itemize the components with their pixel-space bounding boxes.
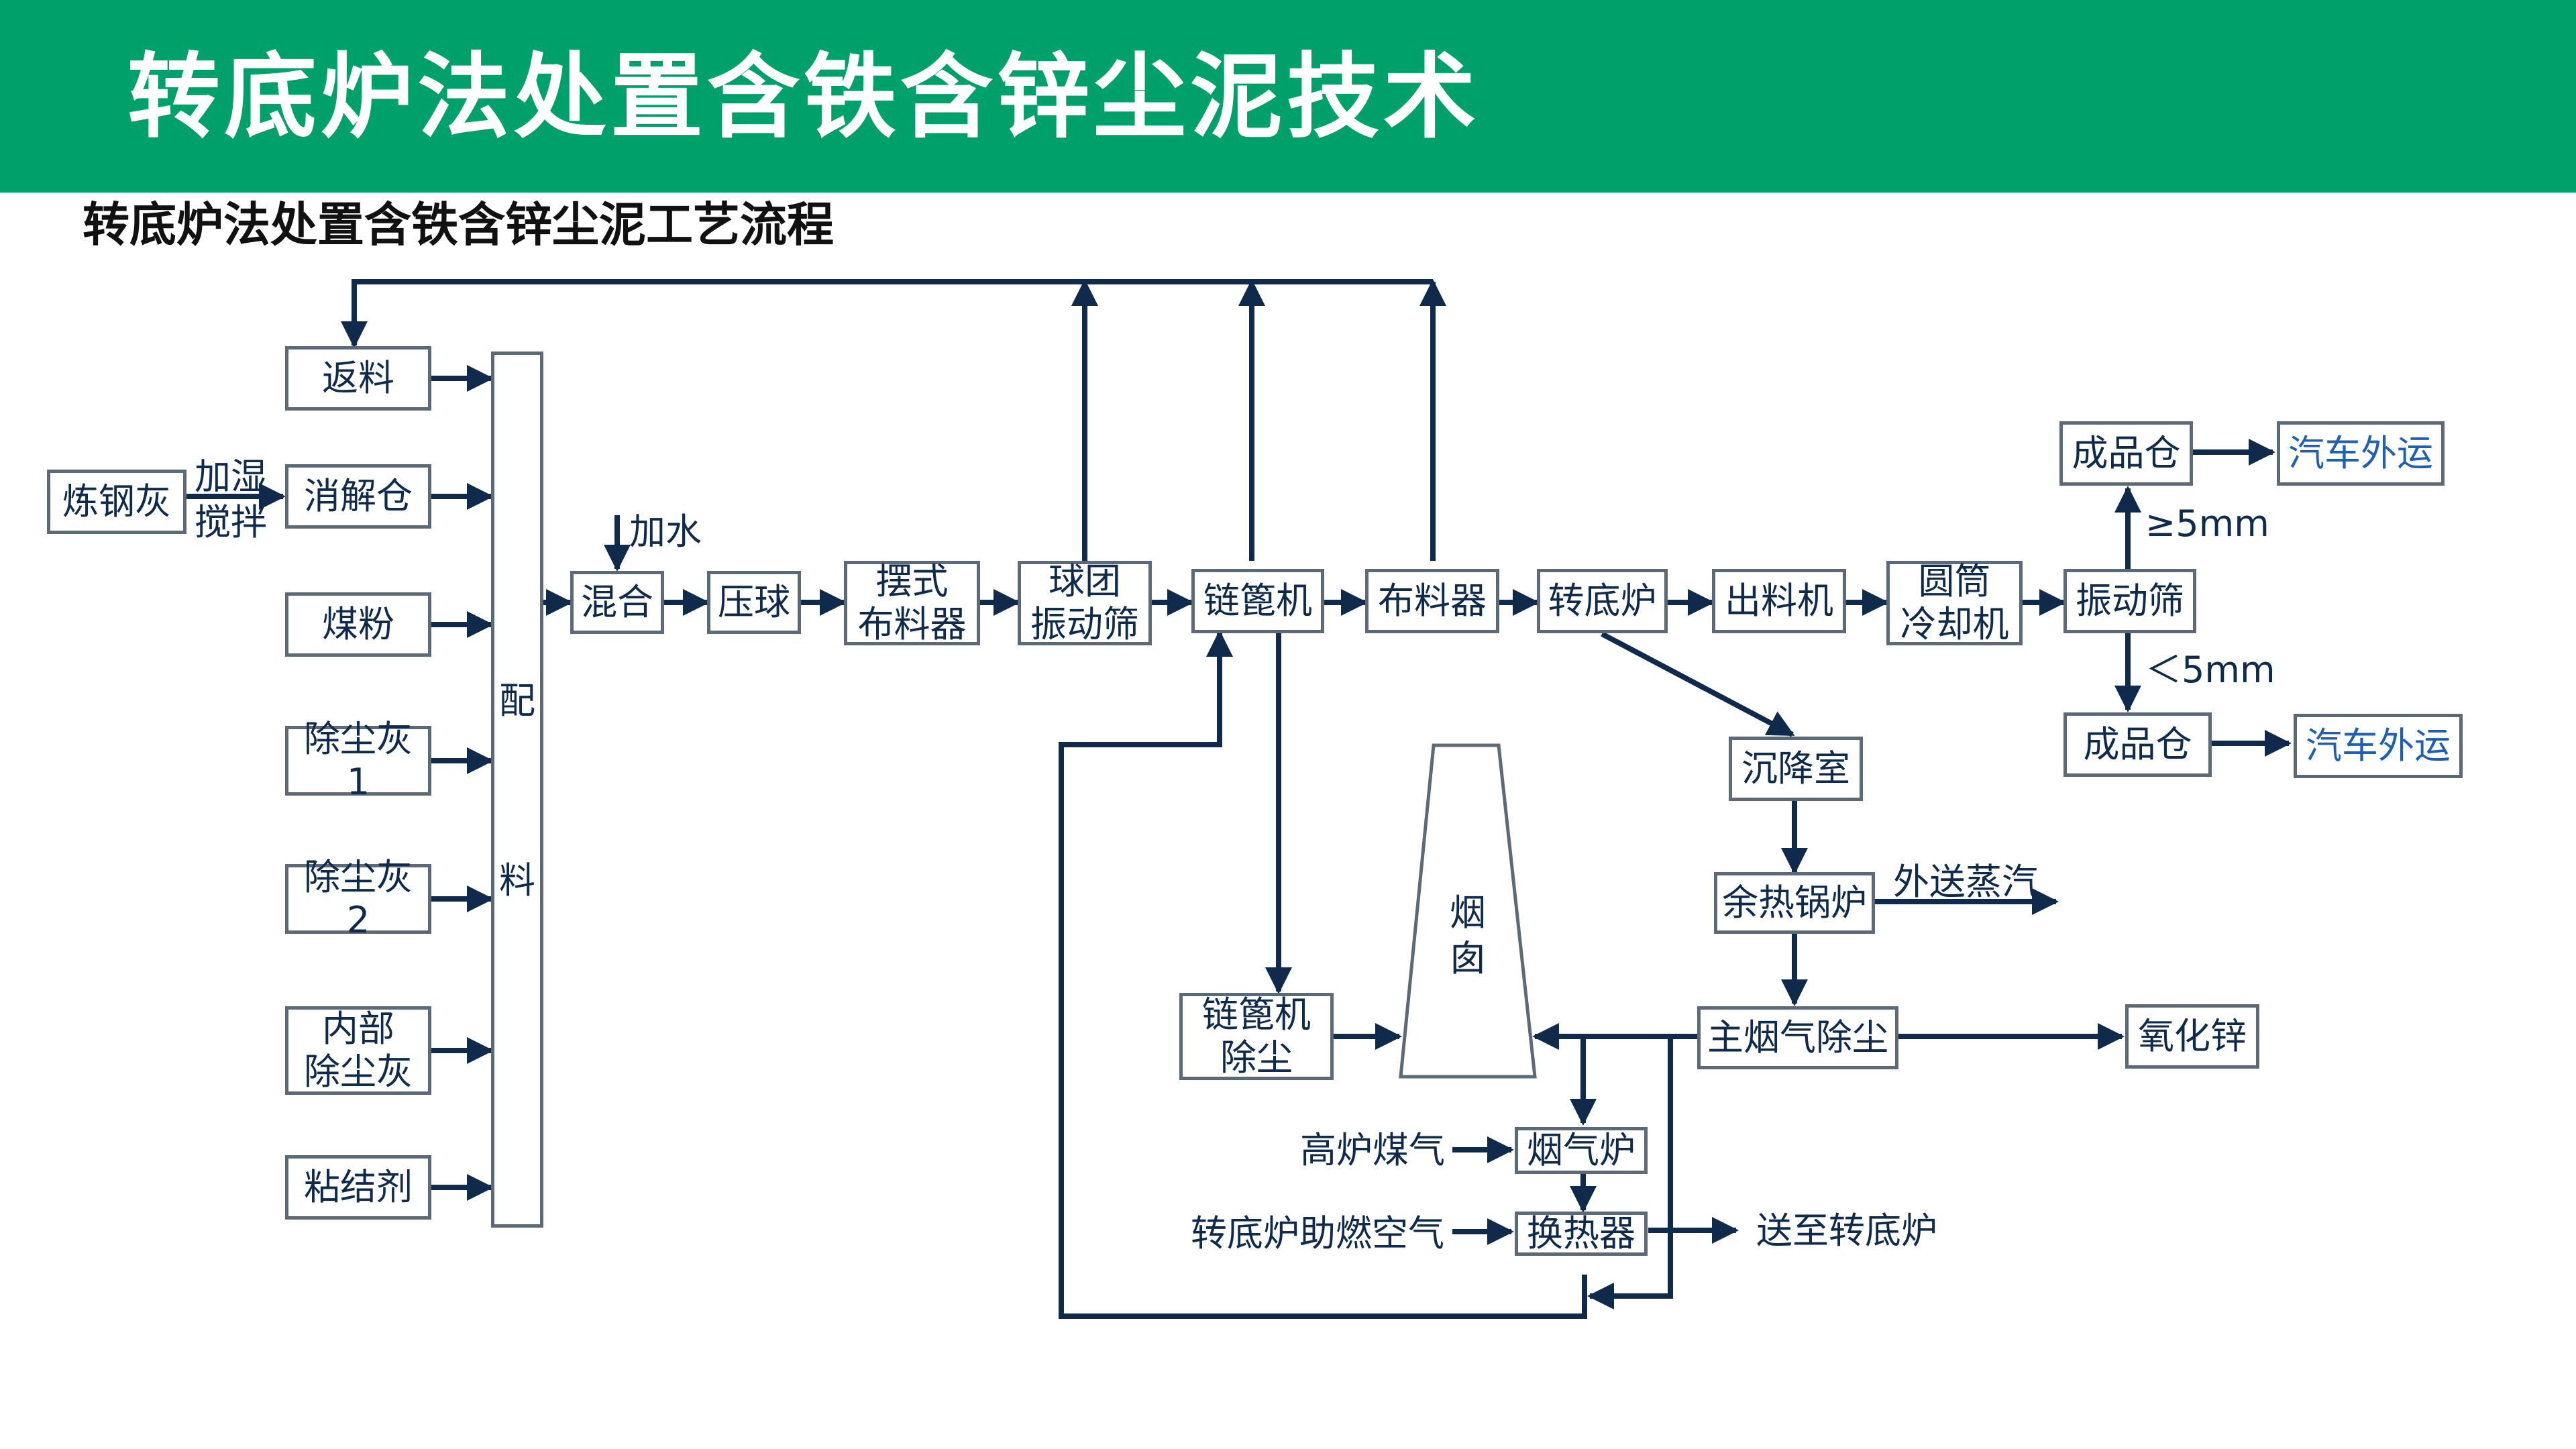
- node-zhuandilu: 转底炉: [1537, 569, 1668, 633]
- node-qiche-top: 汽车外运: [2277, 421, 2445, 486]
- node-chuliaoji: 出料机: [1712, 569, 1846, 633]
- node-buliaoqi: 布料器: [1365, 569, 1499, 633]
- label-songzhi: 送至转底炉: [1756, 1210, 1937, 1252]
- node-xiaojiecang: 消解仓: [285, 464, 431, 529]
- node-chengpincang-bottom: 成品仓: [2063, 712, 2212, 777]
- header-bar: 转底炉法处置含铁含锌尘泥技术: [0, 0, 2576, 193]
- label-jiashui: 加水: [629, 511, 702, 553]
- node-chenjiangshi: 沉降室: [1729, 737, 1863, 801]
- node-fanliao: 返料: [285, 346, 431, 411]
- node-peiliao: [491, 352, 543, 1228]
- chimney-char-2: 囱: [1450, 937, 1486, 979]
- node-chengpincang-top: 成品仓: [2059, 421, 2193, 486]
- label-kongqi: 转底炉助燃空气: [1191, 1212, 1444, 1254]
- chimney-char-1: 烟: [1450, 892, 1486, 934]
- node-lianbiji: 链篦机: [1191, 569, 1324, 633]
- hot-air-loop: [1059, 630, 1587, 1319]
- node-yuantong: 圆筒 冷却机: [1886, 560, 2023, 645]
- label-jiashi: 加湿: [195, 455, 267, 498]
- node-yanghuaxin: 氧化锌: [2125, 1004, 2259, 1069]
- node-meifen: 煤粉: [285, 592, 431, 657]
- page-title: 转底炉法处置含铁含锌尘泥技术: [127, 43, 1481, 151]
- node-chuchenhui2: 除尘灰 2: [285, 856, 431, 941]
- node-yanqilu: 烟气炉: [1515, 1127, 1648, 1174]
- label-jiaoban: 搅拌: [195, 501, 267, 543]
- label-lt5mm: ＜5mm: [2145, 649, 2275, 691]
- label-waisongzhengqi: 外送蒸汽: [1893, 861, 2038, 903]
- arrow-zhuyanqi-huanreqi: [1587, 1036, 1673, 1309]
- node-hunhe: 混合: [570, 571, 664, 634]
- node-qiche-bottom: 汽车外运: [2294, 714, 2463, 778]
- node-zhanjieji: 粘结剂: [285, 1155, 431, 1220]
- node-lianbiji-chuchen: 链篦机 除尘: [1179, 993, 1334, 1080]
- chimney-shape: [1399, 743, 1537, 1079]
- node-zhuyanqi: 主烟气除尘: [1697, 1006, 1898, 1069]
- node-yaqiu: 压球: [707, 571, 801, 634]
- node-zhendongshai: 振动筛: [2063, 569, 2196, 633]
- peiliao-char-top: 配: [499, 680, 535, 722]
- diagram-subtitle: 转底炉法处置含铁含锌尘泥工艺流程: [83, 197, 834, 252]
- node-baishi: 摆式 布料器: [844, 560, 980, 645]
- node-liangganghui: 炼钢灰: [47, 470, 186, 534]
- arrow-zhuandilu-chenjiang: [1601, 631, 1795, 737]
- label-gaolumeiqi: 高炉煤气: [1300, 1129, 1445, 1171]
- peiliao-char-bottom: 料: [499, 859, 535, 902]
- node-huanreqi: 换热器: [1515, 1212, 1648, 1256]
- node-qiutuan: 球团 振动筛: [1018, 560, 1152, 645]
- node-neibuchuchenhui: 内部 除尘灰: [285, 1006, 431, 1095]
- node-chuchenhui1: 除尘灰 1: [285, 718, 431, 803]
- label-gt5mm: ≥5mm: [2145, 502, 2269, 545]
- return-line-top: [341, 279, 1433, 348]
- node-yurelu: 余热锅炉: [1714, 872, 1875, 934]
